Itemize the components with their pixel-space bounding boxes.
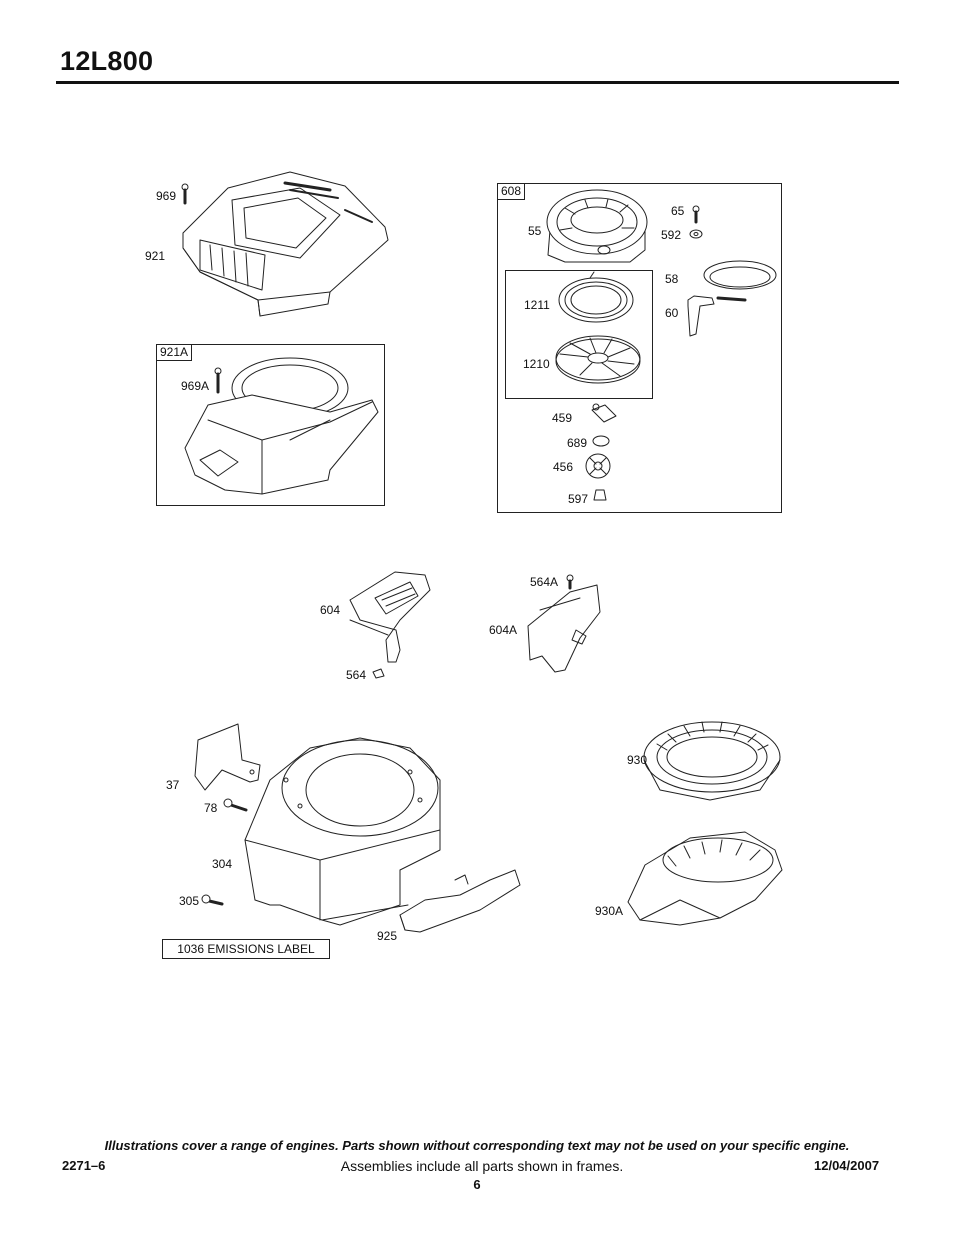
page-number: 6 — [473, 1177, 481, 1192]
blower-housing-304-drawing — [244, 737, 441, 926]
screw-65-icon — [692, 205, 700, 224]
label-58: 58 — [665, 272, 679, 286]
label-969A: 969A — [181, 379, 210, 393]
label-689: 689 — [567, 436, 588, 450]
screw-305-icon — [201, 894, 224, 906]
nut-592-icon — [689, 229, 703, 239]
frame-inner-spring-pulley — [505, 270, 653, 399]
label-1211: 1211 — [524, 298, 550, 312]
label-37: 37 — [166, 778, 180, 792]
footer-code: 2271–6 — [62, 1158, 106, 1173]
screw-78-icon — [223, 798, 248, 812]
screen-930-drawing — [643, 721, 781, 801]
emissions-label-box: 1036 EMISSIONS LABEL — [162, 939, 330, 959]
footer-disclaimer: Illustrations cover a range of engines. … — [104, 1138, 850, 1153]
screw-597-icon — [593, 489, 607, 501]
label-456: 456 — [553, 460, 574, 474]
frame-921A — [156, 344, 385, 506]
starter-handle-60-drawing — [687, 295, 715, 337]
retainer-689-drawing — [592, 435, 610, 447]
label-459: 459 — [552, 411, 573, 425]
ratchet-dog-459-drawing — [591, 403, 617, 423]
label-925: 925 — [377, 929, 398, 943]
label-305: 305 — [179, 894, 200, 908]
label-930A: 930A — [595, 904, 624, 918]
label-60: 60 — [665, 306, 679, 320]
blower-housing-921-drawing — [182, 171, 389, 317]
rewind-spring-1211-drawing — [558, 271, 634, 323]
baffle-604-drawing — [349, 571, 431, 663]
frame-tag-921A: 921A — [156, 344, 193, 361]
label-930: 930 — [627, 753, 648, 767]
baffle-604A-drawing — [527, 584, 601, 673]
label-597: 597 — [568, 492, 589, 506]
guard-925-drawing — [399, 869, 521, 933]
starter-housing-55-drawing — [546, 189, 648, 263]
screen-930A-drawing — [627, 831, 783, 926]
retainer-456-drawing — [585, 453, 611, 479]
label-564: 564 — [346, 668, 367, 682]
screw-564A-icon — [566, 574, 574, 590]
screw-564-icon — [372, 668, 385, 679]
label-65: 65 — [671, 204, 685, 218]
frame-608 — [497, 183, 782, 513]
label-1210: 1210 — [523, 357, 550, 371]
starter-rope-58-drawing — [703, 260, 777, 302]
label-592: 592 — [661, 228, 682, 242]
pulley-1210-drawing — [555, 335, 641, 384]
label-304: 304 — [212, 857, 233, 871]
screw-969A-icon — [214, 367, 222, 394]
bracket-37-drawing — [194, 723, 261, 791]
label-969: 969 — [156, 189, 177, 203]
blower-housing-921A-drawing — [184, 357, 379, 495]
title-rule — [56, 81, 899, 84]
label-921: 921 — [145, 249, 166, 263]
label-604A: 604A — [489, 623, 518, 637]
footer-date: 12/04/2007 — [814, 1158, 880, 1173]
footer-note: Assemblies include all parts shown in fr… — [340, 1158, 624, 1174]
page-title: 12L800 — [60, 46, 154, 76]
screw-969-icon — [181, 183, 189, 205]
label-78: 78 — [204, 801, 218, 815]
label-604: 604 — [320, 603, 341, 617]
label-55: 55 — [528, 224, 542, 238]
label-564A: 564A — [530, 575, 559, 589]
frame-tag-608: 608 — [497, 183, 526, 200]
